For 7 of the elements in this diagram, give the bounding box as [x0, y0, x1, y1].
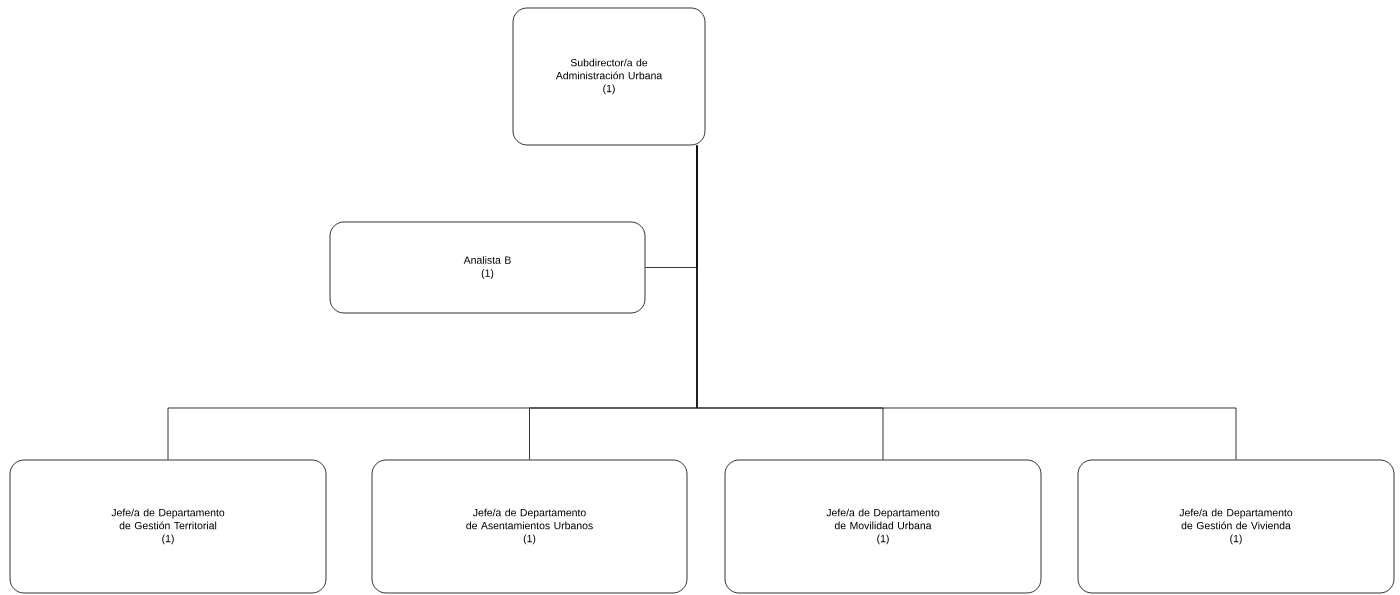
- position-box: Subdirector/a de Administración Urbana (1): [512, 7, 706, 146]
- position-box: Jefe/a de Departamento de Gestión Territorial (1): [9, 459, 327, 594]
- position-box: Jefe/a de Departamento de Gestión de Vivienda (1): [1077, 459, 1395, 594]
- position-box: Jefe/a de Departamento de Asentamientos Urbanos (1): [371, 459, 688, 594]
- connector-line: [696, 145, 1237, 460]
- position-box: Jefe/a de Departamento de Movilidad Urbana (1): [724, 459, 1042, 594]
- position-box: Analista B (1): [329, 221, 646, 314]
